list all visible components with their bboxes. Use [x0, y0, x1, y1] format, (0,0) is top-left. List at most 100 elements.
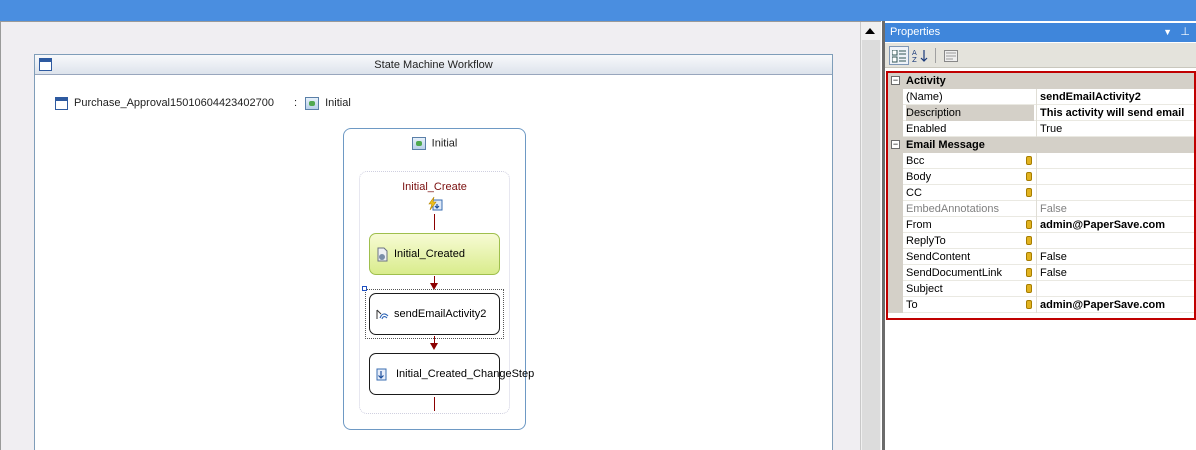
property-name: Enabled	[906, 123, 947, 135]
property-name: CC	[906, 187, 922, 199]
categorized-button[interactable]	[889, 46, 909, 65]
property-row[interactable]: EmbedAnnotations False	[888, 201, 1194, 217]
lock-icon	[1026, 268, 1032, 277]
row-gutter	[888, 185, 903, 201]
property-value[interactable]: admin@PaperSave.com	[1036, 217, 1194, 233]
designer-vertical-scrollbar[interactable]	[860, 22, 881, 450]
activity-send-email[interactable]: sendEmailActivity2	[369, 293, 500, 335]
property-pages-button[interactable]	[941, 46, 961, 65]
scroll-thumb[interactable]	[862, 40, 880, 450]
property-value[interactable]	[1036, 281, 1194, 297]
connector-arrow	[430, 343, 438, 350]
row-gutter	[888, 201, 903, 217]
category-activity[interactable]: −Activity	[888, 73, 1194, 89]
collapse-icon[interactable]: −	[891, 139, 900, 149]
property-name: SendDocumentLink	[906, 267, 1003, 279]
code-activity-icon	[377, 247, 388, 262]
properties-title: Properties	[890, 26, 941, 38]
property-row[interactable]: Enabled True	[888, 121, 1194, 137]
activity-initial-created[interactable]: Initial_Created	[369, 233, 500, 275]
connector-line	[434, 397, 435, 411]
state-initial[interactable]: Initial Initial_Create Initial_Created	[343, 128, 534, 430]
property-row[interactable]: Body	[888, 169, 1194, 185]
property-name: EmbedAnnotations	[906, 203, 999, 215]
workflow-header: State Machine Workflow	[35, 55, 832, 75]
alphabetical-icon: A Z	[912, 49, 928, 64]
property-row[interactable]: SendContent False	[888, 249, 1194, 265]
property-value[interactable]	[1036, 233, 1194, 249]
row-gutter	[888, 281, 903, 297]
property-row[interactable]: To admin@PaperSave.com	[888, 297, 1194, 313]
lock-icon	[1026, 188, 1032, 197]
property-row[interactable]: SendDocumentLink False	[888, 265, 1194, 281]
root-workflow-label: Purchase_Approval15010604423402700:Initi…	[55, 95, 351, 111]
category-label: Email Message	[906, 139, 985, 151]
property-value[interactable]: False	[1036, 249, 1194, 265]
event-driven-activity[interactable]: Initial_Create Initial_Created	[359, 171, 534, 414]
property-pages-icon	[944, 50, 958, 62]
state-machine-workflow[interactable]: State Machine Workflow Purchase_Approval…	[34, 54, 833, 450]
row-gutter	[888, 217, 903, 233]
activity-label: Initial_Created_ChangeStep	[396, 367, 535, 380]
connector-line	[434, 276, 435, 284]
activity-label: Initial_Created	[394, 247, 465, 260]
row-gutter	[888, 89, 903, 105]
collapse-icon[interactable]: −	[891, 75, 900, 85]
property-row[interactable]: ReplyTo	[888, 233, 1194, 249]
alphabetical-button[interactable]: A Z	[911, 46, 931, 65]
state-machine-icon	[39, 58, 52, 71]
property-row[interactable]: CC	[888, 185, 1194, 201]
lock-icon	[1026, 300, 1032, 309]
property-name: Subject	[906, 283, 943, 295]
lock-icon	[1026, 252, 1032, 261]
initial-state-ref[interactable]: Initial	[325, 97, 351, 109]
row-gutter	[888, 233, 903, 249]
property-name: ReplyTo	[906, 235, 946, 247]
connector-line	[434, 336, 435, 344]
row-gutter	[888, 153, 903, 169]
property-value[interactable]	[1036, 153, 1194, 169]
property-name: SendContent	[906, 251, 971, 263]
property-row[interactable]: (Name)sendEmailActivity2	[888, 89, 1194, 105]
selection-handle[interactable]	[362, 286, 367, 291]
pin-icon[interactable]: ⊥	[1180, 26, 1190, 38]
set-state-icon	[376, 368, 387, 381]
property-value[interactable]: admin@PaperSave.com	[1036, 297, 1194, 313]
window-titlebar	[0, 0, 1196, 21]
category-email-message[interactable]: −Email Message	[888, 137, 1194, 153]
svg-text:Z: Z	[912, 56, 917, 63]
connector-arrow	[430, 283, 438, 290]
activity-change-step[interactable]: Initial_Created_ChangeStep	[369, 353, 534, 395]
row-gutter	[888, 249, 903, 265]
property-value[interactable]: sendEmailActivity2	[1036, 89, 1194, 105]
property-value[interactable]: This activity will send email	[1036, 105, 1194, 121]
category-label: Activity	[906, 75, 946, 87]
lock-icon	[1026, 156, 1032, 165]
property-value[interactable]: True	[1036, 121, 1194, 137]
property-value[interactable]: False	[1036, 201, 1194, 217]
dropdown-arrow-icon[interactable]: ▼	[1163, 27, 1172, 37]
row-gutter	[888, 297, 903, 313]
root-separator: :	[294, 97, 298, 109]
property-value[interactable]	[1036, 185, 1194, 201]
properties-description-area	[885, 321, 1196, 450]
property-value[interactable]	[1036, 169, 1194, 185]
property-row[interactable]: Bcc	[888, 153, 1194, 169]
lock-icon	[1026, 236, 1032, 245]
row-gutter	[888, 265, 903, 281]
scroll-up-arrow-icon[interactable]	[865, 28, 875, 34]
state-title: Initial	[344, 137, 525, 150]
state-icon	[411, 137, 426, 150]
categorized-icon	[891, 49, 906, 63]
workflow-designer[interactable]: State Machine Workflow Purchase_Approval…	[0, 21, 881, 450]
property-name: To	[906, 299, 918, 311]
property-value[interactable]: False	[1036, 265, 1194, 281]
toolbar-separator	[935, 48, 936, 63]
state-title-label: Initial	[431, 137, 458, 150]
workflow-title: State Machine Workflow	[374, 59, 493, 71]
property-name: Bcc	[906, 155, 925, 167]
event-driven-icon	[428, 196, 443, 211]
property-row[interactable]: Subject	[888, 281, 1194, 297]
